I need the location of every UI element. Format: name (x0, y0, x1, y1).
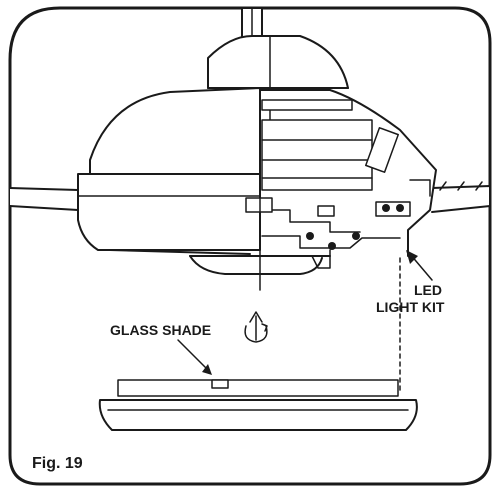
motor-housing (89, 87, 261, 181)
figure-number: Fig. 19 (32, 455, 83, 472)
led-label: LED (414, 282, 442, 298)
blade-left (9, 187, 79, 211)
glass-shade-label: GLASS SHADE (110, 322, 212, 338)
leader-arrow-icon (406, 250, 418, 264)
motor-dome (207, 35, 349, 89)
light-kit-label: LIGHT KIT (376, 299, 445, 315)
switch-housing (189, 255, 323, 275)
glass-shade (117, 379, 399, 397)
figure-frame (8, 6, 492, 486)
rotation-arrow-icon (244, 325, 268, 343)
